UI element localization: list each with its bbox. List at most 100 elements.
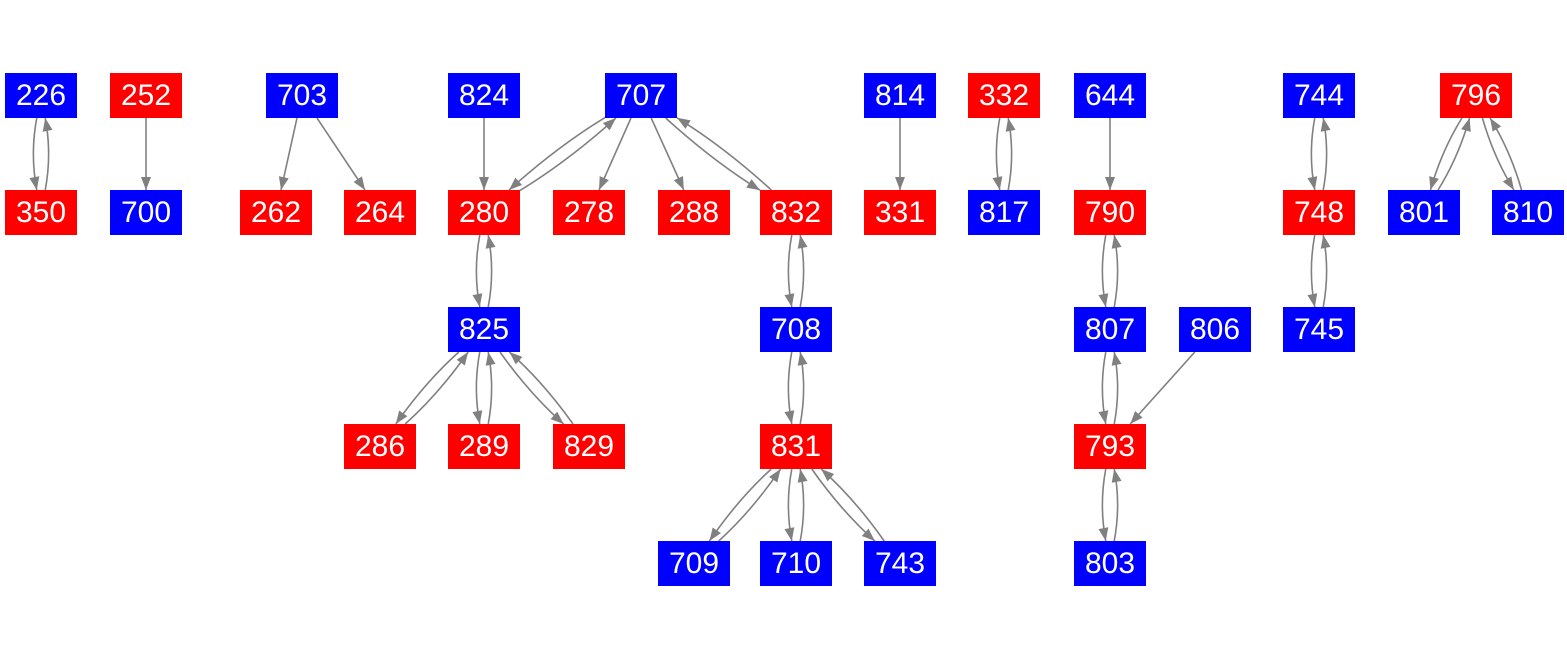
graph-node-817[interactable]: 817 [968, 190, 1040, 235]
edge-825-286-fwd [395, 351, 460, 425]
arrow-head-825-289-fwd [472, 410, 483, 424]
arrow-head-708-831-fwd [784, 410, 795, 424]
arrow-head-807-793-fwd [1098, 410, 1109, 424]
graph-node-226[interactable]: 226 [5, 73, 77, 118]
graph-node-700[interactable]: 700 [110, 190, 182, 235]
arrow-head-807-790-rev [1111, 235, 1122, 249]
graph-node-796[interactable]: 796 [1440, 73, 1512, 118]
graph-node-744[interactable]: 744 [1283, 73, 1355, 118]
edge-829-825-rev [508, 351, 574, 425]
graph-node-831[interactable]: 831 [760, 424, 832, 469]
edge-831-709-fwd [708, 468, 772, 542]
arrow-head-350-226-rev [42, 118, 53, 132]
arrow-head-825-286-fwd [395, 410, 408, 424]
edge-825-829-fwd [499, 351, 565, 425]
arrow-head-280-707-rev [602, 118, 616, 131]
graph-node-280[interactable]: 280 [448, 190, 520, 235]
edge-707-280-fwd [508, 116, 606, 191]
edge-832-707-rev [676, 117, 772, 191]
graph-node-745[interactable]: 745 [1283, 307, 1355, 352]
arrow-head-796-810-fwd [1502, 176, 1514, 190]
graph-node-708[interactable]: 708 [760, 307, 832, 352]
arrow-head-814-331-fwd [895, 177, 905, 190]
arrow-head-707-288-fwd [673, 176, 684, 190]
graph-node-790[interactable]: 790 [1074, 190, 1146, 235]
arrow-head-252-700-fwd [141, 177, 151, 190]
graph-node-288[interactable]: 288 [658, 190, 730, 235]
arrow-head-825-829-fwd [550, 411, 564, 424]
graph-node-703[interactable]: 703 [266, 73, 338, 118]
graph-node-814[interactable]: 814 [864, 73, 936, 118]
edge-286-825-rev [404, 351, 469, 425]
graph-node-286[interactable]: 286 [344, 424, 416, 469]
arrow-head-831-710-fwd [784, 527, 795, 541]
edge-806-793-fwd [1129, 351, 1196, 425]
graph-node-262[interactable]: 262 [240, 190, 312, 235]
graph-node-289[interactable]: 289 [448, 424, 520, 469]
arrow-head-793-803-fwd [1098, 527, 1109, 541]
arrow-head-707-280-fwd [509, 177, 523, 190]
arrow-head-829-825-rev [509, 352, 523, 365]
arrow-head-806-793-fwd [1130, 410, 1143, 424]
arrow-head-703-262-fwd [278, 176, 289, 190]
arrow-head-824-280-fwd [479, 177, 489, 190]
edge-743-831-rev [820, 468, 885, 542]
graph-node-332[interactable]: 332 [968, 73, 1040, 118]
arrow-head-743-831-rev [821, 469, 835, 482]
arrow-head-831-709-fwd [709, 527, 721, 541]
arrow-head-280-825-fwd [472, 293, 483, 307]
graph-node-350[interactable]: 350 [5, 190, 77, 235]
arrow-head-796-801-fwd [1429, 176, 1439, 190]
arrow-head-286-825-rev [456, 352, 469, 366]
graph-node-803[interactable]: 803 [1074, 541, 1146, 586]
arrow-head-832-708-fwd [784, 293, 795, 307]
graph-node-252[interactable]: 252 [110, 73, 182, 118]
graph-node-748[interactable]: 748 [1283, 190, 1355, 235]
graph-node-807[interactable]: 807 [1074, 307, 1146, 352]
graph-node-825[interactable]: 825 [448, 307, 520, 352]
arrow-head-708-832-rev [797, 235, 808, 249]
arrow-head-703-264-fwd [353, 176, 365, 190]
graph-node-824[interactable]: 824 [448, 73, 520, 118]
graph-node-707[interactable]: 707 [605, 73, 677, 118]
arrow-head-226-350-fwd [29, 176, 40, 190]
graph-node-801[interactable]: 801 [1388, 190, 1460, 235]
arrow-head-831-743-fwd [861, 528, 875, 541]
graph-node-793[interactable]: 793 [1074, 424, 1146, 469]
arrow-head-332-817-fwd [992, 176, 1003, 190]
arrow-head-644-790-fwd [1105, 177, 1115, 190]
arrow-head-748-745-fwd [1307, 293, 1318, 307]
graph-node-743[interactable]: 743 [864, 541, 936, 586]
graph-node-806[interactable]: 806 [1179, 307, 1251, 352]
graph-node-331[interactable]: 331 [864, 190, 936, 235]
graph-node-710[interactable]: 710 [760, 541, 832, 586]
arrow-head-817-332-rev [1005, 118, 1016, 132]
arrow-head-803-793-rev [1111, 469, 1122, 483]
arrow-head-745-748-rev [1320, 235, 1331, 249]
arrow-head-748-744-rev [1320, 118, 1331, 132]
arrow-head-832-707-rev [677, 117, 691, 129]
edge-709-831-rev [718, 468, 782, 542]
graph-node-810[interactable]: 810 [1492, 190, 1564, 235]
arrow-head-831-708-rev [797, 352, 808, 366]
graph-node-264[interactable]: 264 [344, 190, 416, 235]
arrow-head-707-832-fwd [746, 179, 760, 191]
graph-node-832[interactable]: 832 [760, 190, 832, 235]
arrow-head-810-796-rev [1490, 118, 1502, 132]
arrow-head-709-831-rev [769, 469, 781, 483]
edge-280-707-rev [519, 117, 617, 192]
graph-node-278[interactable]: 278 [553, 190, 625, 235]
graph-node-709[interactable]: 709 [658, 541, 730, 586]
arrow-head-710-831-rev [797, 469, 808, 483]
graph-node-829[interactable]: 829 [553, 424, 625, 469]
edge-831-743-fwd [811, 468, 876, 542]
arrow-head-801-796-rev [1461, 118, 1471, 132]
arrow-head-707-278-fwd [599, 176, 609, 190]
graph-node-644[interactable]: 644 [1074, 73, 1146, 118]
arrow-head-744-748-fwd [1307, 176, 1318, 190]
arrow-head-289-825-rev [485, 352, 496, 366]
arrow-head-793-807-rev [1111, 352, 1122, 366]
arrow-head-825-280-rev [485, 235, 496, 249]
